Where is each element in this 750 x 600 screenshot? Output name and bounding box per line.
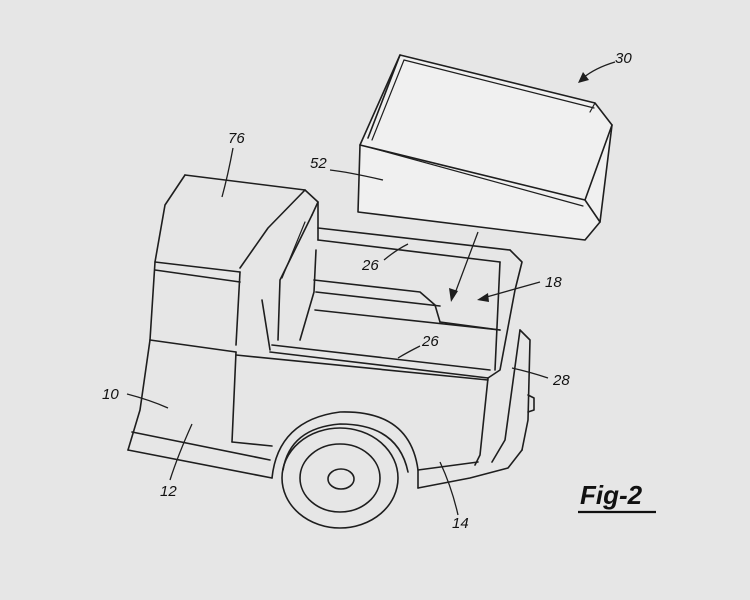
label-28: 28 <box>552 372 570 389</box>
tonneau-cover <box>357 54 613 241</box>
leader-lines <box>126 147 549 516</box>
label-30: 30 <box>615 50 632 67</box>
label-14: 14 <box>452 515 469 532</box>
reference-numerals: 30 52 76 26 26 18 28 10 12 14 <box>102 50 632 532</box>
figure-title: Fig-2 <box>580 480 643 510</box>
label-12: 12 <box>160 483 177 500</box>
label-10: 10 <box>102 386 119 403</box>
label-18: 18 <box>545 274 562 291</box>
label-76: 76 <box>228 130 245 147</box>
figure-label: Fig-2 <box>578 480 656 514</box>
insertion-arrows <box>449 61 616 302</box>
label-26-lower: 26 <box>421 333 439 350</box>
label-52: 52 <box>310 155 327 172</box>
label-26-upper: 26 <box>361 257 379 274</box>
pickup-truck <box>127 174 535 529</box>
rear-wheel <box>281 427 399 529</box>
